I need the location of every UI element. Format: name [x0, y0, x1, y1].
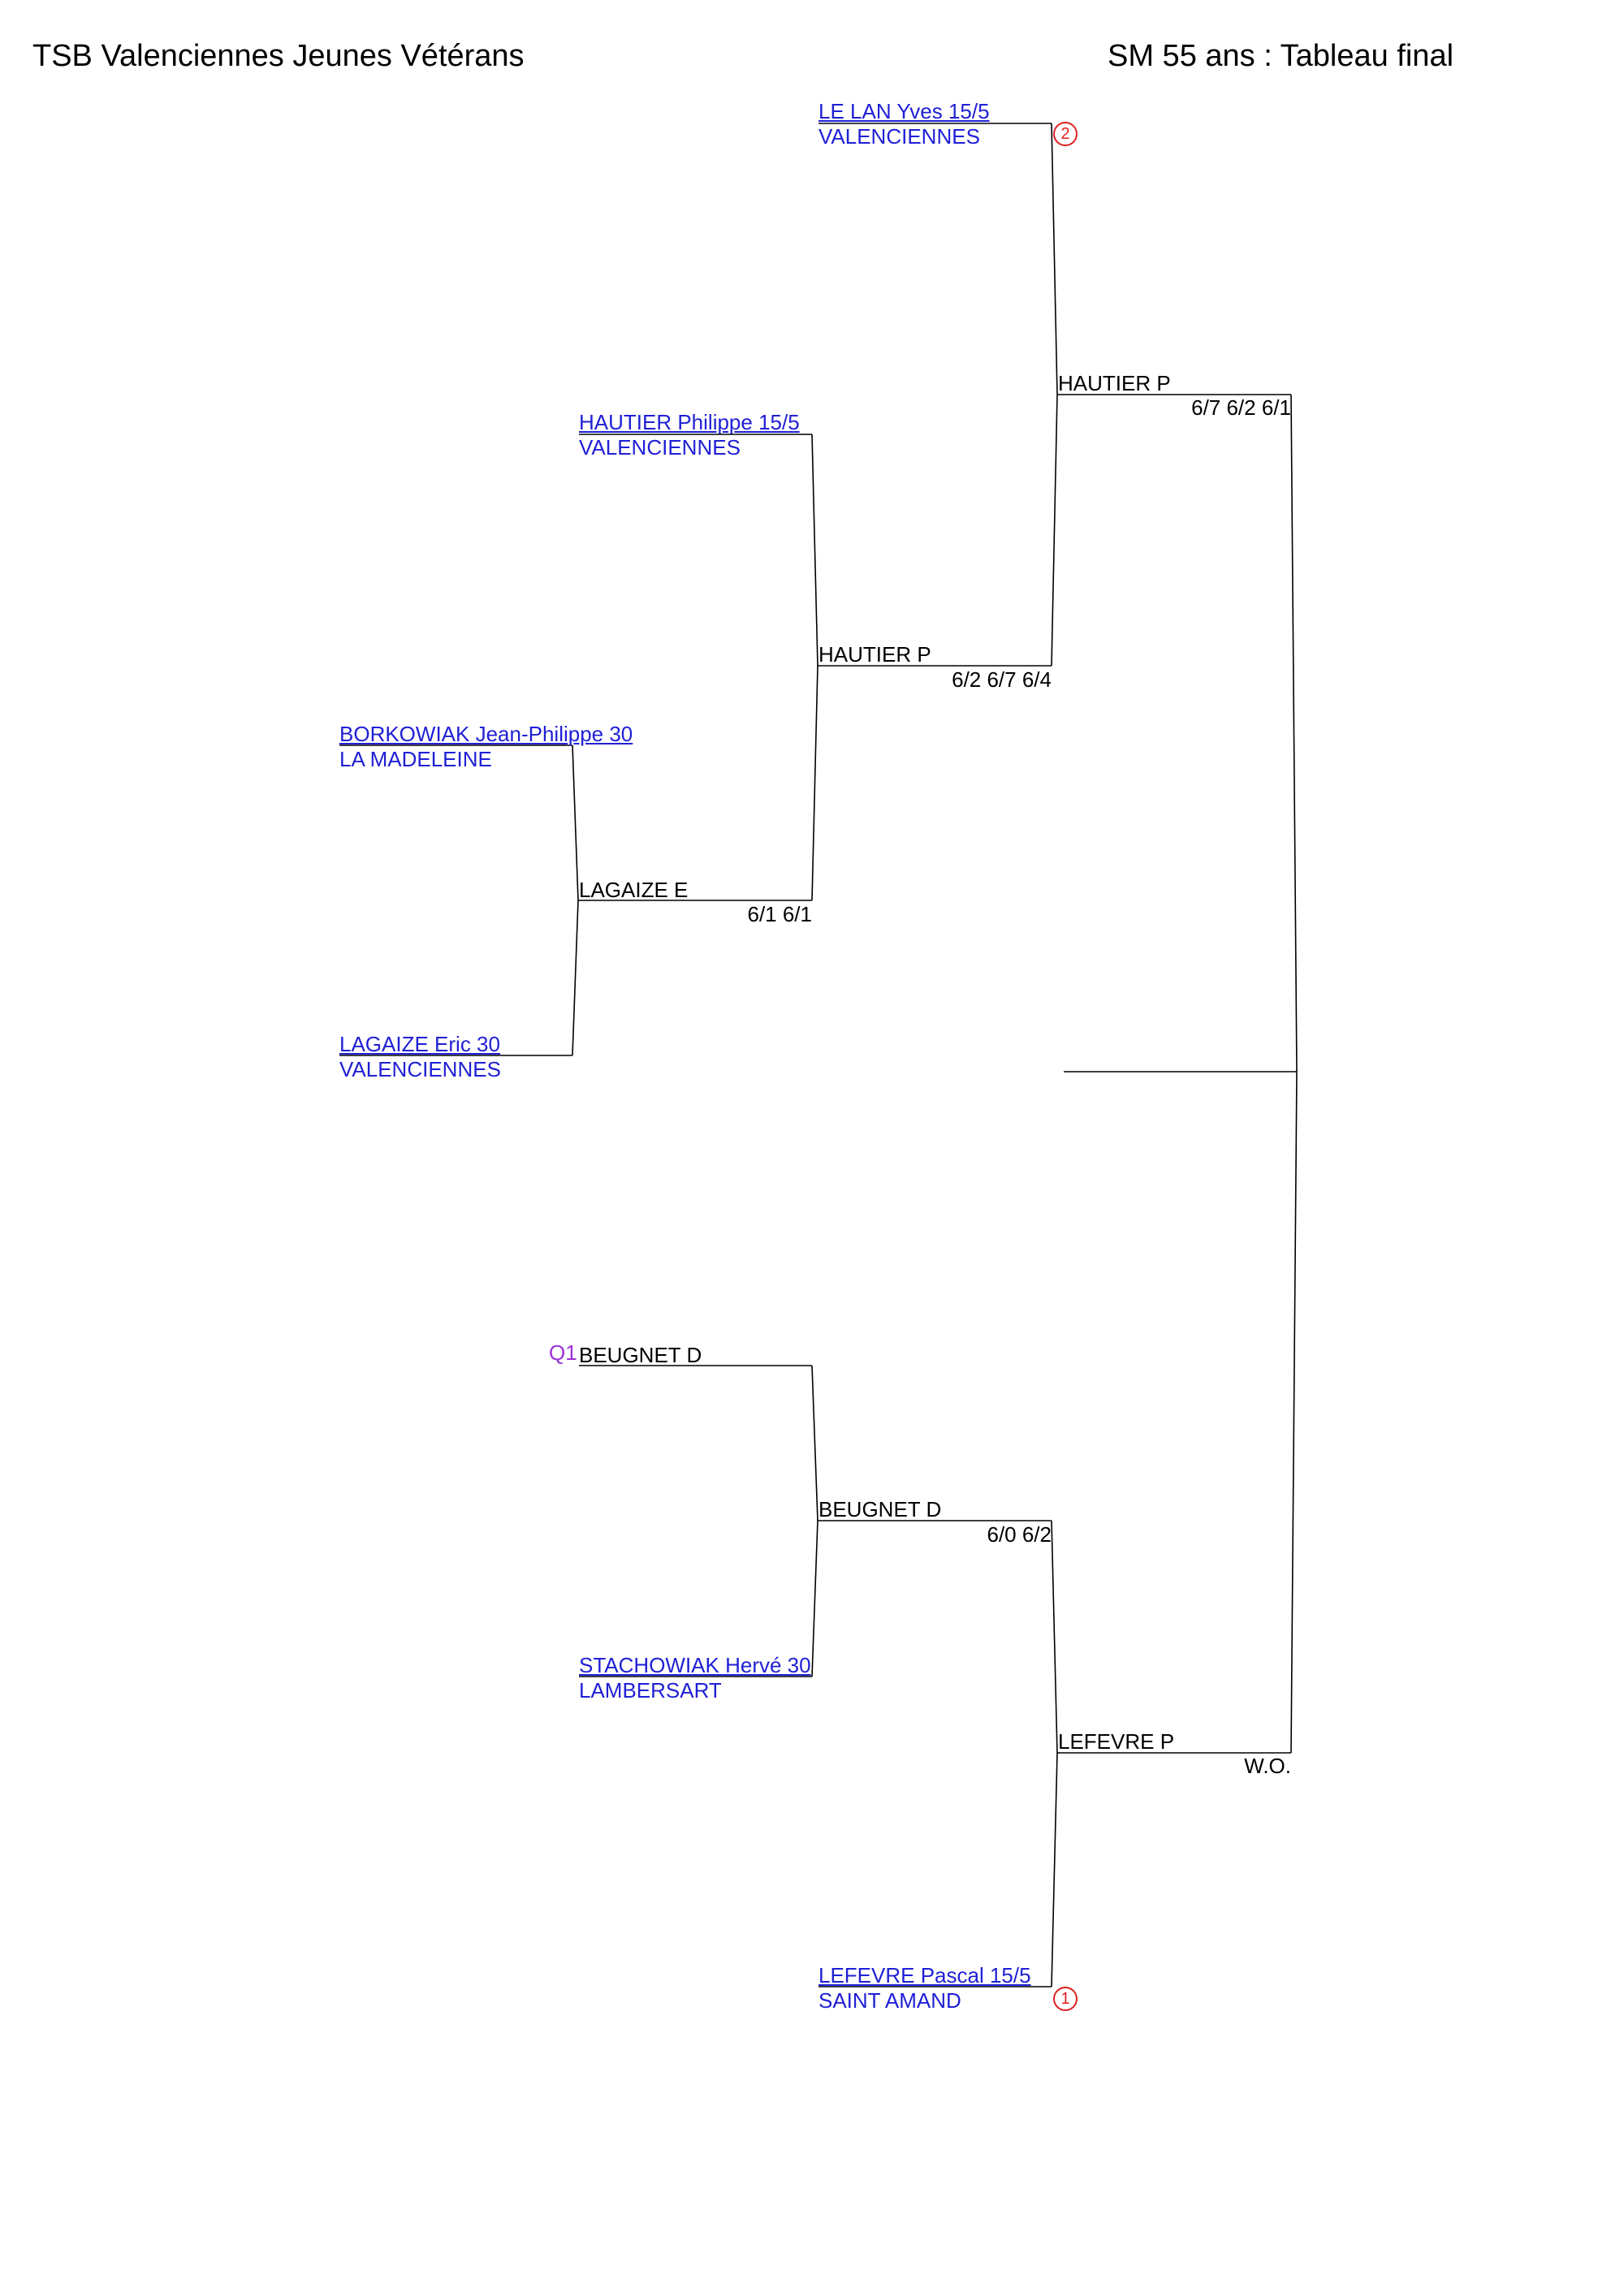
player-lefevre-link[interactable]: LEFEVRE Pascal 15/5	[818, 1963, 1031, 1987]
seed-badge: 1	[1053, 1987, 1078, 2011]
bracket-line	[1051, 1520, 1058, 1754]
bracket-line	[572, 744, 579, 901]
match-winner: HAUTIER P	[818, 642, 931, 667]
match-winner: LEFEVRE P	[1058, 1729, 1175, 1754]
qualifier-badge: Q1	[549, 1340, 577, 1365]
match-score: 6/0 6/2	[987, 1522, 1052, 1547]
match-winner: HAUTIER P	[1058, 371, 1171, 395]
match-winner: BEUGNET D	[818, 1497, 942, 1521]
event-title: SM 55 ans : Tableau final	[1108, 39, 1454, 73]
bracket-line	[1051, 394, 1058, 667]
match-score: W.O.	[1244, 1754, 1291, 1778]
bracket-line	[1051, 1752, 1058, 1987]
player-borkowiak-link[interactable]: BORKOWIAK Jean-Philippe 30	[339, 722, 633, 746]
player-stachowiak-club: LAMBERSART	[579, 1678, 722, 1703]
bracket-line	[1051, 123, 1058, 395]
bracket-line	[811, 1365, 818, 1521]
player-lelan-link[interactable]: LE LAN Yves 15/5	[818, 99, 990, 123]
player-beugnet: BEUGNET D	[579, 1343, 702, 1367]
bracket-line	[811, 434, 818, 667]
player-stachowiak-link[interactable]: STACHOWIAK Hervé 30	[579, 1653, 811, 1677]
player-lagaize-club: VALENCIENNES	[339, 1057, 501, 1081]
bracket-line	[811, 1520, 818, 1677]
match-score: 6/2 6/7 6/4	[952, 667, 1052, 692]
match-score: 6/7 6/2 6/1	[1191, 395, 1291, 420]
match-score: 6/1 6/1	[747, 902, 812, 926]
player-lefevre-club: SAINT AMAND	[818, 1988, 961, 2013]
player-hautier-club: VALENCIENNES	[579, 435, 741, 460]
player-borkowiak-club: LA MADELEINE	[339, 747, 492, 771]
player-lelan-club: VALENCIENNES	[818, 124, 980, 149]
player-lagaize-link[interactable]: LAGAIZE Eric 30	[339, 1032, 500, 1056]
bracket-line	[1290, 394, 1298, 1072]
player-hautier-link[interactable]: HAUTIER Philippe 15/5	[579, 410, 800, 434]
match-winner: LAGAIZE E	[579, 878, 689, 902]
bracket-line	[1290, 1071, 1298, 1754]
club-title: TSB Valenciennes Jeunes Vétérans	[32, 39, 525, 73]
bracket-line	[811, 665, 818, 901]
seed-badge: 2	[1053, 122, 1078, 146]
bracket-line	[572, 900, 579, 1056]
